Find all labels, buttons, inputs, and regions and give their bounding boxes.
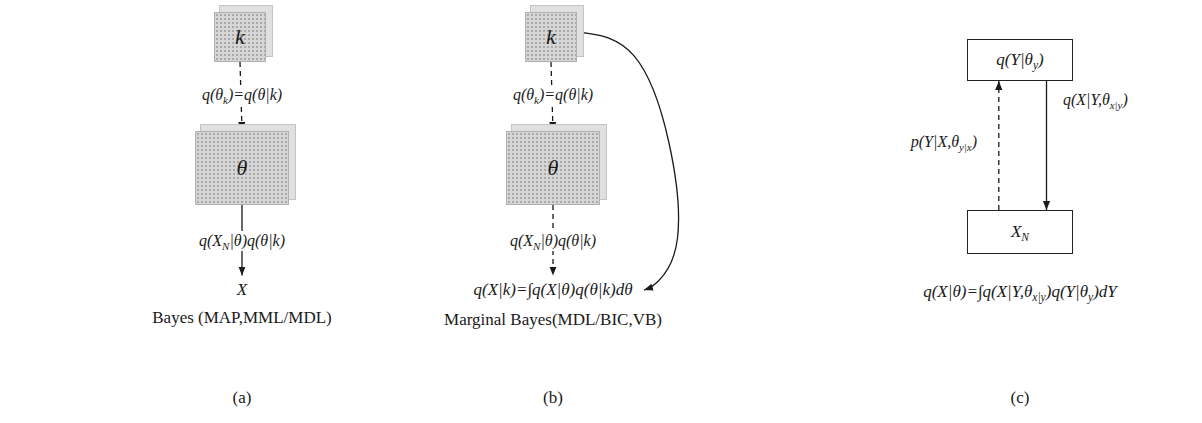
edge-label: q(θk)=q(θ|k) — [510, 85, 596, 104]
stacked-sheet-box: k — [214, 12, 266, 62]
formula-text: q(X|θ)=∫q(X|Y,θx|y)q(Y|θy)dY — [923, 282, 1117, 302]
panel-tag: (a) — [233, 388, 252, 408]
panel-tag: (c) — [1011, 388, 1030, 408]
formula-node: q(X|k)=∫q(X|θ)q(θ|k)dθ — [465, 276, 641, 305]
edge-label: q(X|Y,θx|y) — [1060, 90, 1131, 109]
node-text: k — [546, 24, 556, 50]
node-text: k — [235, 24, 245, 50]
edge-label: q(θk)=q(θ|k) — [199, 85, 285, 104]
panel-caption: Bayes (MAP,MML/MDL) — [152, 308, 331, 328]
panel-tag: (b) — [543, 388, 563, 408]
process-box: XN — [967, 210, 1073, 254]
panel-caption: Marginal Bayes(MDL/BIC,VB) — [444, 310, 662, 330]
stacked-sheet-box: θ — [195, 131, 289, 205]
edge-label: q(XN|θ)q(θ|k) — [196, 231, 288, 250]
node-text: q(X|k)=∫q(X|θ)q(θ|k)dθ — [473, 280, 632, 300]
node-text: θ — [548, 155, 559, 181]
edge-label: p(Y|X,θy|x) — [908, 132, 980, 151]
node-text: XN — [1011, 222, 1029, 242]
stacked-sheet-box: θ — [506, 131, 600, 205]
node-text: X — [237, 280, 247, 300]
stacked-sheet-box: k — [525, 12, 577, 62]
process-box: q(Y|θy) — [967, 39, 1073, 81]
connector-arrow — [998, 81, 999, 210]
connector-arrow — [1046, 81, 1047, 210]
data-symbol: X — [229, 276, 256, 305]
edge-label: q(XN|θ)q(θ|k) — [507, 231, 599, 250]
node-text: θ — [237, 155, 248, 181]
node-text: q(Y|θy) — [996, 50, 1043, 70]
